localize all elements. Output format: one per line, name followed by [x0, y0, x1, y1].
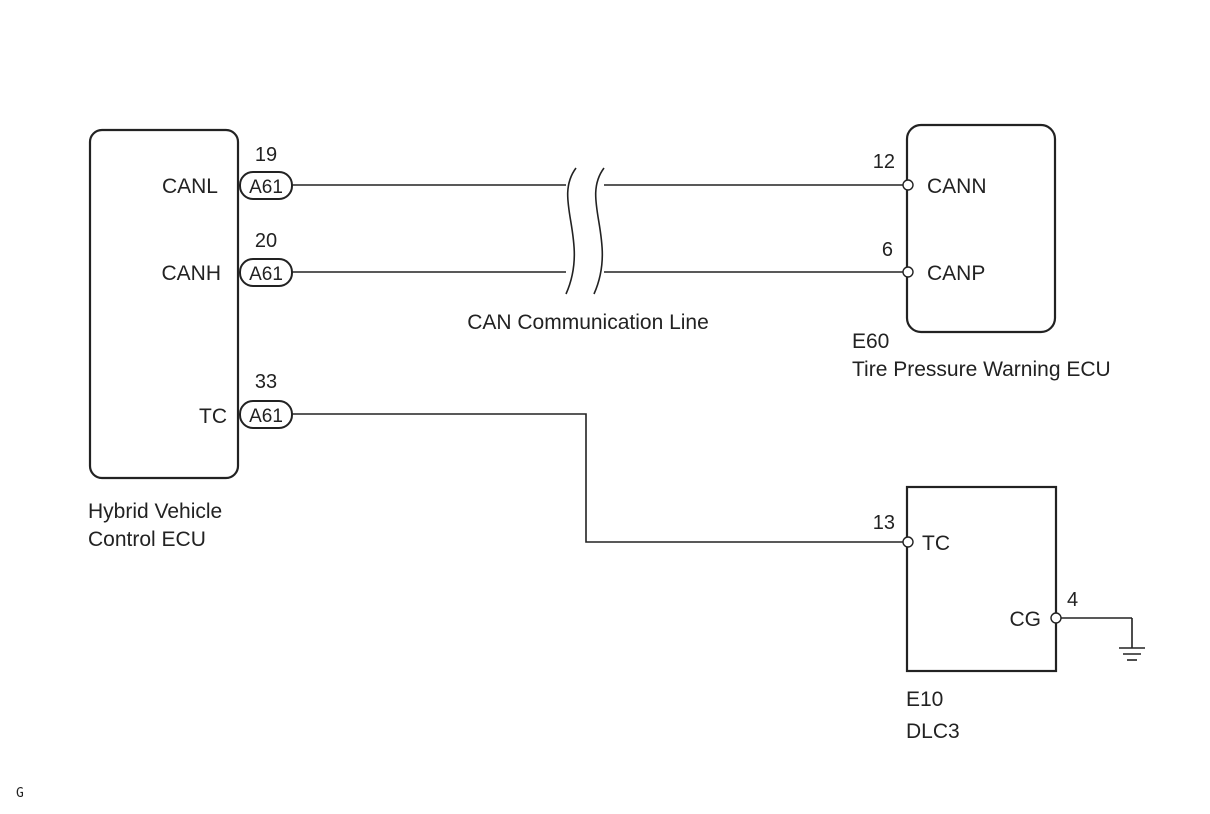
tpw-terminal-cann	[902, 179, 914, 191]
hv-pin-number-19: 19	[255, 144, 277, 166]
hv-ecu-box	[88, 128, 240, 480]
tpw-pin-number-6: 6	[882, 239, 893, 261]
tpw-pin-label-cann: CANN	[927, 175, 987, 198]
dlc3-terminal-tc	[902, 536, 914, 548]
dlc3-pin-number-4: 4	[1067, 589, 1078, 611]
connector-a61-canh: A61	[239, 258, 293, 287]
dlc3-box	[905, 485, 1058, 673]
dlc3-pin-number-13: 13	[873, 512, 895, 534]
hv-pin-number-33: 33	[255, 371, 277, 393]
tpw-ecu-box	[905, 123, 1057, 334]
hv-pin-number-20: 20	[255, 230, 277, 252]
dlc3-code: E10	[906, 688, 943, 711]
connector-a61-tc: A61	[239, 400, 293, 429]
ground-icon	[1119, 618, 1145, 661]
dlc3-pin-label-cg: CG	[1010, 608, 1042, 631]
tpw-pin-number-12: 12	[873, 151, 895, 173]
hv-pin-label-canl: CANL	[162, 175, 218, 198]
hv-pin-label-canh: CANH	[161, 262, 221, 285]
wire-tc-tc	[292, 413, 904, 543]
svg-text:A61: A61	[249, 177, 283, 198]
tpw-ecu-code: E60	[852, 330, 889, 353]
tpw-pin-label-canp: CANP	[927, 262, 985, 285]
hv-pin-label-tc: TC	[199, 405, 227, 428]
hv-ecu-name-line1: Hybrid Vehicle	[88, 500, 222, 523]
corner-mark: G	[16, 786, 24, 801]
hv-ecu-name-line2: Control ECU	[88, 528, 206, 551]
svg-text:A61: A61	[249, 264, 283, 285]
tpw-ecu-name: Tire Pressure Warning ECU	[852, 358, 1111, 381]
tpw-terminal-canp	[902, 266, 914, 278]
can-line-label: CAN Communication Line	[467, 311, 709, 334]
dlc3-pin-label-tc: TC	[922, 532, 950, 555]
wire-break-symbol	[565, 166, 605, 295]
connector-a61-canl: A61	[239, 171, 293, 200]
dlc3-terminal-cg	[1050, 612, 1062, 624]
svg-text:A61: A61	[249, 406, 283, 427]
dlc3-name: DLC3	[906, 720, 960, 743]
